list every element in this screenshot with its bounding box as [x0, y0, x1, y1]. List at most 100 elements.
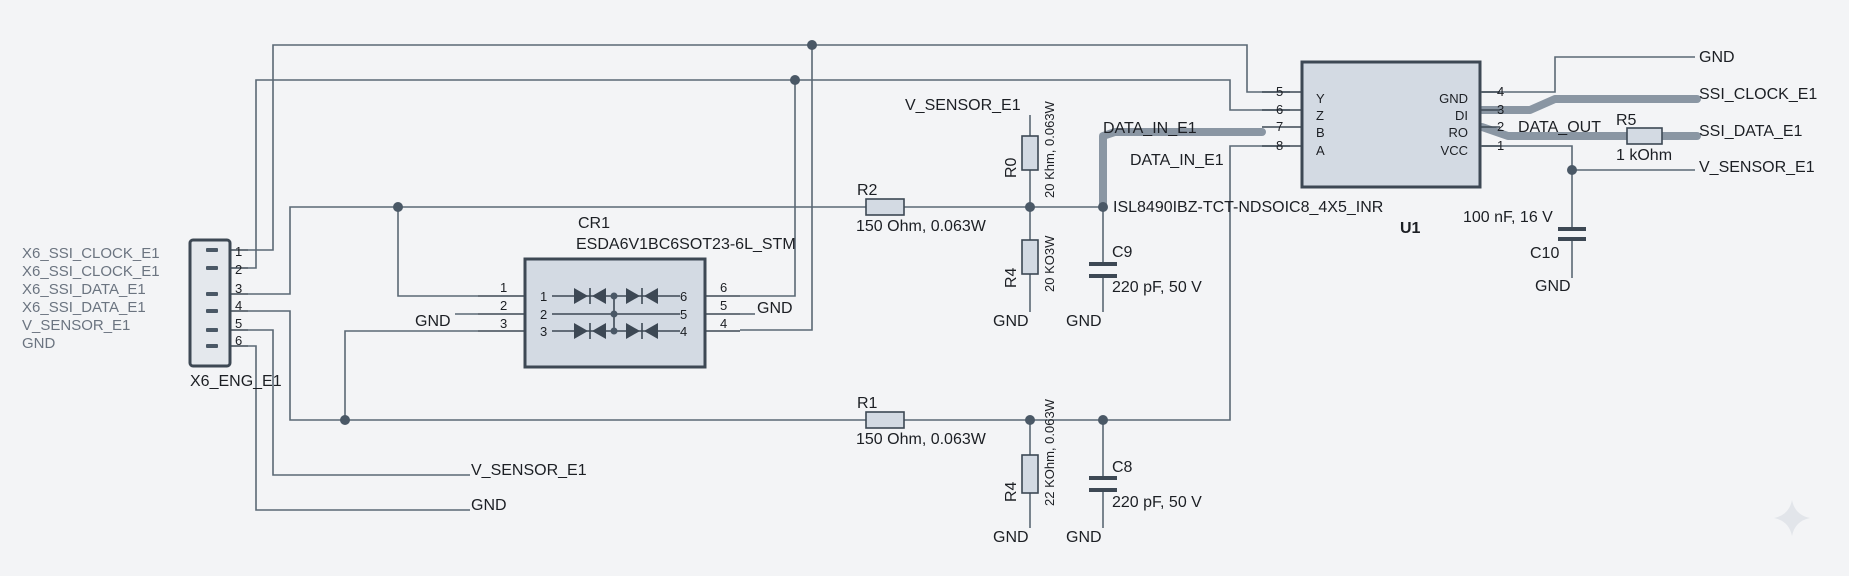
u1-pin-4: 4: [1497, 84, 1504, 99]
u1-pin-ro: RO: [1449, 125, 1469, 140]
sparkle-icon: [1774, 500, 1810, 536]
data-in-bus: [1099, 128, 1266, 211]
connector-signal-5: V_SENSOR_E1: [22, 317, 130, 334]
ssi-data-out-label: SSI_DATA_E1: [1699, 123, 1803, 140]
u1-pin-8: 8: [1276, 138, 1283, 153]
connector-signal-1: X6_SSI_CLOCK_E1: [22, 245, 160, 262]
connector-signal-2: X6_SSI_CLOCK_E1: [22, 263, 160, 280]
r4-lower-gnd: GND: [993, 529, 1029, 546]
data-out-bus: [1478, 123, 1701, 140]
cr1-inner-pin-3: 3: [540, 324, 547, 339]
u1-pin-a: A: [1316, 143, 1325, 158]
r4-upper-gnd: GND: [993, 313, 1029, 330]
v-sensor-bottom-label: V_SENSOR_E1: [471, 462, 587, 479]
data-in-label-1: DATA_IN_E1: [1103, 120, 1197, 137]
r4-lower-ref: R4: [1003, 481, 1020, 502]
resistor-r5[interactable]: R5 1 kOhm: [1616, 112, 1672, 164]
diode-array-icon: [552, 288, 680, 339]
c8-ref: C8: [1112, 459, 1133, 476]
r0-value: 20 Khm, 0.063W: [1042, 100, 1057, 198]
cr1-esd-array[interactable]: 1 2 3 6 5 4 1 2 3 6 5 4 CR1 ESDA6V1BC6SO…: [415, 215, 796, 369]
r4-upper-value: 20 KO3W: [1042, 235, 1057, 292]
connector-pin-2: 2: [235, 262, 242, 277]
u1-pin-7: 7: [1276, 119, 1283, 134]
r1-value: 150 Ohm, 0.063W: [856, 431, 987, 448]
u1-transceiver[interactable]: 5 6 7 8 Y Z B A GND DI RO VCC 4 3 2 1 IS…: [1113, 60, 1504, 237]
cr1-outer-pin-5: 5: [720, 298, 727, 313]
u1-pin-2: 2: [1497, 119, 1504, 134]
cr1-inner-pin-2: 2: [540, 307, 547, 322]
c10-ref: C10: [1530, 245, 1559, 262]
cr1-inner-pin-6: 6: [680, 289, 687, 304]
r2-value: 150 Ohm, 0.063W: [856, 218, 987, 235]
cr1-outer-pin-2: 2: [500, 298, 507, 313]
cr1-outer-pin-1: 1: [500, 280, 507, 295]
cr1-part-number: ESDA6V1BC6SOT23-6L_STM: [576, 236, 796, 253]
resistor-r4-upper[interactable]: R4 20 KO3W GND: [993, 235, 1057, 330]
c8-value: 220 pF, 50 V: [1112, 494, 1202, 511]
r4-lower-value: 22 KOhm, 0.063W: [1042, 398, 1057, 506]
r2-ref: R2: [857, 182, 878, 199]
connector-pin-1: 1: [235, 244, 242, 259]
resistor-r1[interactable]: R1 150 Ohm, 0.063W: [856, 395, 987, 448]
resistor-r2[interactable]: R2 150 Ohm, 0.063W: [856, 182, 987, 235]
capacitor-c9[interactable]: C9 220 pF, 50 V GND: [1066, 244, 1202, 330]
resistor-r4-lower[interactable]: R4 22 KOhm, 0.063W GND: [993, 398, 1057, 546]
v-sensor-out-label: V_SENSOR_E1: [1699, 159, 1815, 176]
u1-part-number: ISL8490IBZ-TCT-NDSOIC8_4X5_INR: [1113, 199, 1383, 216]
cr1-outer-pin-3: 3: [500, 316, 507, 331]
c9-value: 220 pF, 50 V: [1112, 279, 1202, 296]
r5-value: 1 kOhm: [1616, 147, 1672, 164]
u1-pin-6: 6: [1276, 102, 1283, 117]
u1-pin-z: Z: [1316, 108, 1324, 123]
u1-pin-gnd: GND: [1439, 91, 1468, 106]
connector-ref: X6_ENG_E1: [190, 373, 282, 390]
data-out-label: DATA_OUT: [1518, 119, 1601, 136]
u1-pin-1: 1: [1497, 138, 1504, 153]
cr1-ref: CR1: [578, 215, 610, 232]
u1-pin-y: Y: [1316, 91, 1325, 106]
connector-signal-6: GND: [22, 335, 56, 352]
capacitor-c10[interactable]: 100 nF, 16 V C10 GND: [1463, 209, 1586, 295]
junction-dots: [340, 40, 1577, 425]
u1-pin-di: DI: [1455, 108, 1468, 123]
u1-pin-3: 3: [1497, 102, 1504, 117]
resistor-r0[interactable]: V_SENSOR_E1 R0 20 Khm, 0.063W: [905, 97, 1057, 198]
data-in-label-2: DATA_IN_E1: [1130, 152, 1224, 169]
connector-pin-6: 6: [235, 333, 242, 348]
connector-signal-4: X6_SSI_DATA_E1: [22, 299, 146, 316]
gnd-out-label: GND: [1699, 49, 1735, 66]
connector-x6[interactable]: 1 2 3 4 5 6 X6_ENG_E1: [188, 238, 282, 390]
v-sensor-top-label: V_SENSOR_E1: [905, 97, 1021, 114]
connector-pin-5: 5: [235, 316, 242, 331]
c9-gnd: GND: [1066, 313, 1102, 330]
u1-pin-5: 5: [1276, 84, 1283, 99]
cr1-inner-pin-4: 4: [680, 324, 687, 339]
c10-value: 100 nF, 16 V: [1463, 209, 1553, 226]
u1-pin-b: B: [1316, 125, 1325, 140]
cr1-outer-pin-4: 4: [720, 316, 727, 331]
capacitor-c8[interactable]: C8 220 pF, 50 V GND: [1066, 459, 1202, 546]
r0-ref: R0: [1003, 157, 1020, 178]
gnd-bottom-label: GND: [471, 497, 507, 514]
c9-ref: C9: [1112, 244, 1133, 261]
u1-ref: U1: [1400, 220, 1421, 237]
cr1-inner-pin-1: 1: [540, 289, 547, 304]
c10-gnd: GND: [1535, 278, 1571, 295]
ssi-clock-out-label: SSI_CLOCK_E1: [1699, 86, 1817, 103]
c8-gnd: GND: [1066, 529, 1102, 546]
r1-ref: R1: [857, 395, 878, 412]
connector-signal-3: X6_SSI_DATA_E1: [22, 281, 146, 298]
connector-signal-list: X6_SSI_CLOCK_E1 X6_SSI_CLOCK_E1 X6_SSI_D…: [22, 245, 160, 352]
u1-pin-vcc: VCC: [1441, 143, 1468, 158]
r5-ref: R5: [1616, 112, 1637, 129]
connector-pin-3: 3: [235, 281, 242, 296]
connector-pin-4: 4: [235, 298, 242, 313]
cr1-gnd-right: GND: [757, 300, 793, 317]
ssi-clock-bus: [1478, 95, 1701, 114]
r4-upper-ref: R4: [1003, 267, 1020, 288]
cr1-gnd-left: GND: [415, 313, 451, 330]
wires: [248, 44, 1695, 528]
cr1-inner-pin-5: 5: [680, 307, 687, 322]
